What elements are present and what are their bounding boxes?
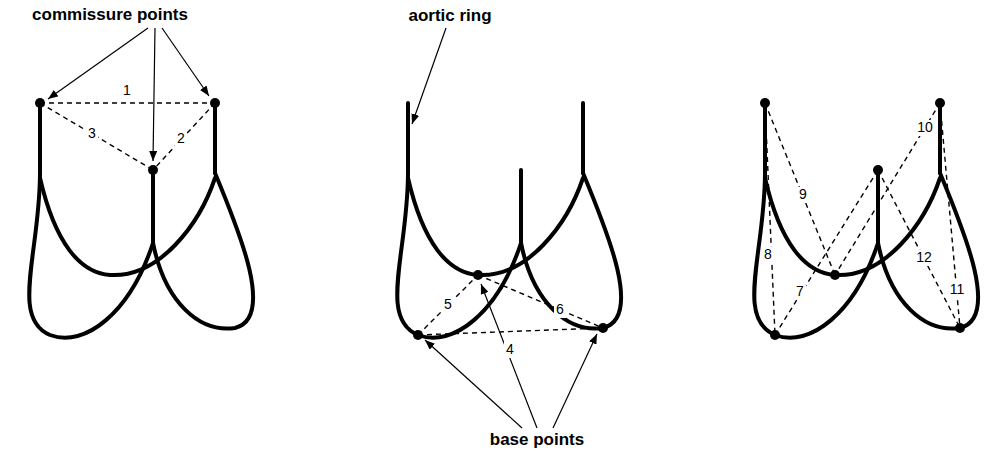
distance-line (40, 103, 153, 170)
base-dot (955, 323, 965, 333)
callout-number: 1 (121, 83, 133, 98)
post (406, 103, 410, 173)
base-dot (830, 270, 840, 280)
cusp (754, 173, 878, 338)
distance-line (418, 275, 478, 335)
distance-line (418, 328, 603, 335)
leader-arrow (162, 28, 209, 96)
base-dot (770, 330, 780, 340)
callout-number: 6 (554, 302, 566, 317)
cusp (878, 173, 978, 329)
base-dot (413, 330, 423, 340)
callout-number: 10 (915, 120, 935, 135)
leader-arrow (412, 28, 446, 124)
part-label: aortic ring (406, 7, 493, 26)
cusp (765, 178, 940, 275)
dashed-distance (765, 103, 960, 335)
distance-line (765, 103, 775, 335)
cusp (153, 173, 253, 329)
cusp (521, 173, 621, 329)
distance-line (40, 102, 215, 103)
callout-number: 9 (797, 187, 809, 202)
callout-number: 12 (914, 250, 934, 265)
commissure-dot (873, 165, 883, 175)
aortic-ring (754, 103, 978, 338)
cusp (29, 173, 153, 338)
leader-arrow (481, 284, 537, 428)
post (519, 170, 523, 213)
leader-arrow (48, 28, 148, 99)
distance-line (765, 103, 835, 275)
base-dot (598, 323, 608, 333)
commissure-dot (760, 98, 770, 108)
callout-number: 5 (442, 297, 454, 312)
cusp (408, 178, 583, 275)
commissure-dot (935, 98, 945, 108)
dashed-distance (40, 103, 215, 170)
leader-arrow (425, 340, 522, 428)
base-dot (473, 270, 483, 280)
cusp (40, 178, 215, 275)
part-label: base points (488, 431, 586, 450)
commissure-dot (148, 165, 158, 175)
distance-line (478, 275, 603, 328)
callout-number: 11 (948, 282, 967, 297)
callout-number: 4 (504, 342, 516, 357)
post (581, 103, 585, 173)
callout-number: 2 (175, 131, 187, 146)
commissure-dot (210, 98, 220, 108)
leader-lines (48, 28, 597, 428)
callout-number: 3 (86, 126, 98, 141)
distance-line (775, 170, 878, 335)
part-label: commissure points (30, 6, 190, 25)
commissure-dot (35, 98, 45, 108)
callout-number: 7 (794, 284, 806, 299)
callout-number: 8 (762, 247, 774, 262)
post (38, 103, 42, 173)
distance-line (153, 103, 215, 170)
post (151, 170, 155, 213)
aortic-ring (29, 103, 253, 338)
leader-arrow (553, 334, 597, 428)
post (213, 103, 217, 173)
cusp (397, 173, 521, 338)
aortic-ring (397, 103, 621, 338)
leader-arrow (153, 28, 155, 161)
dashed-distance (418, 275, 603, 335)
